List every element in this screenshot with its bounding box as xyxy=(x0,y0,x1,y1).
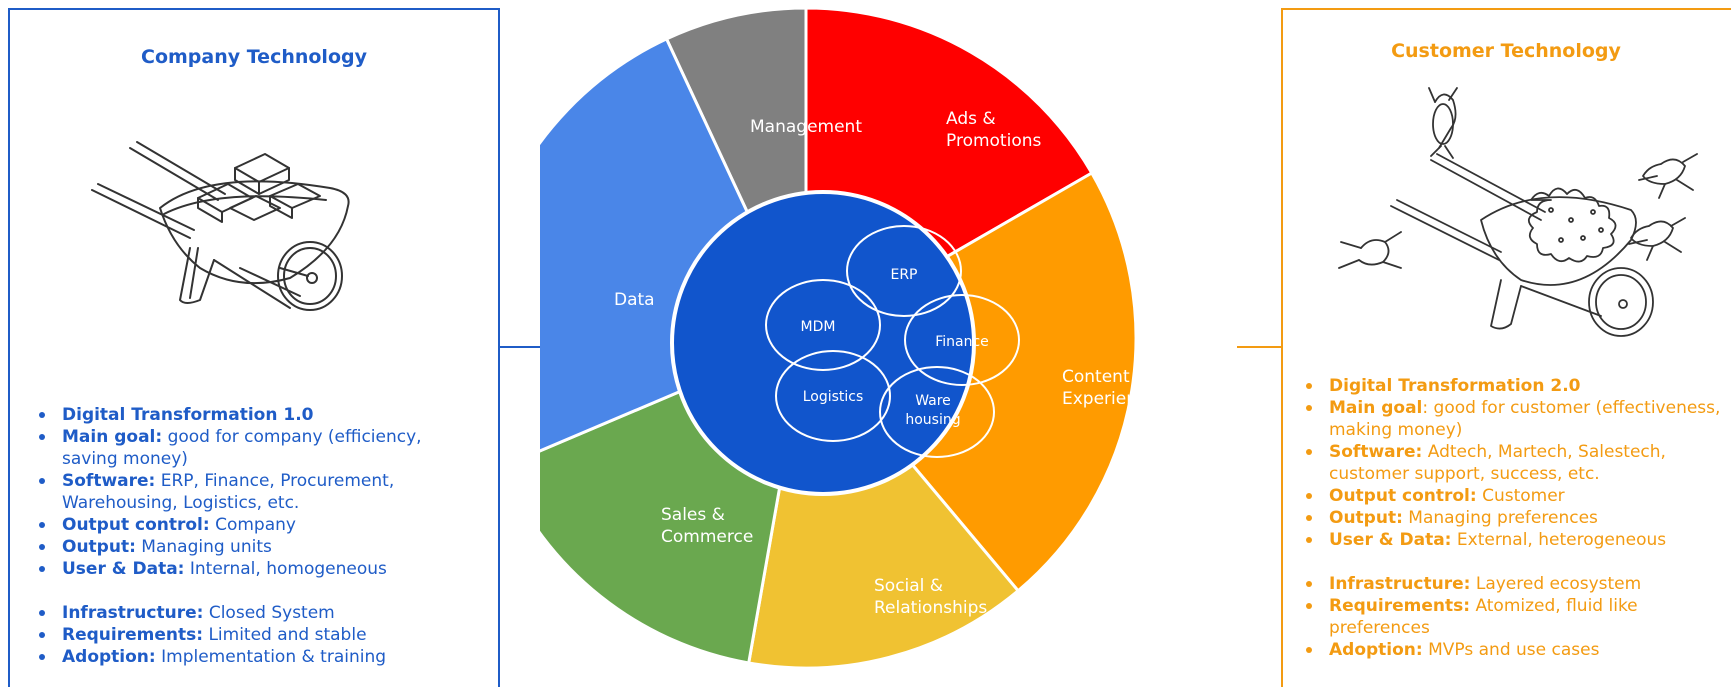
customer-technology-title: Customer Technology xyxy=(1391,40,1621,62)
list-item: Software:Adtech, Martech, Salestech, cus… xyxy=(1301,441,1731,485)
technology-wheel: Management Ads &Promotions Content &Expe… xyxy=(540,6,1157,670)
segment-label-content-experience: Content &Experience xyxy=(1062,367,1157,409)
module-label-mdm: MDM xyxy=(801,319,836,335)
company-technology-title: Company Technology xyxy=(141,46,367,68)
module-label-logistics: Logistics xyxy=(803,389,864,405)
segment-label-sales-commerce: Sales &Commerce xyxy=(661,505,753,547)
module-oval-finance xyxy=(904,294,1020,386)
module-label-finance: Finance xyxy=(935,334,989,350)
segment-label-management: Management xyxy=(750,117,862,137)
wheel-segment-labels: Management Ads &Promotions Content &Expe… xyxy=(614,109,1157,618)
list-item: User & Data:External, heterogeneous xyxy=(1301,529,1731,551)
module-label-erp: ERP xyxy=(890,267,917,283)
customer-attribute-list: Digital Transformation 2.0 Main goal: go… xyxy=(1301,375,1731,661)
company-attribute-list: Digital Transformation 1.0 Main goal:goo… xyxy=(34,404,482,668)
core-circle xyxy=(670,190,976,496)
list-item: Requirements:Limited and stable xyxy=(34,624,482,646)
list-item: Digital Transformation 1.0 xyxy=(34,404,482,426)
left-connector-line xyxy=(500,346,548,348)
list-item: Main goal: good for customer (effectiven… xyxy=(1301,397,1731,441)
list-item: Output:Managing units xyxy=(34,536,482,558)
core-module-ovals xyxy=(765,225,1020,458)
segment-label-social-relationships: Social &Relationships xyxy=(874,576,987,618)
list-item: Infrastructure:Closed System xyxy=(34,602,482,624)
module-oval-warehousing xyxy=(879,366,995,458)
module-oval-erp xyxy=(846,225,962,317)
list-item: Output control:Company xyxy=(34,514,482,536)
list-item: Main goal:good for company (efficiency, … xyxy=(34,426,482,470)
list-item: Software:ERP, Finance, Procurement, Ware… xyxy=(34,470,482,514)
list-item: Output control:Customer xyxy=(1301,485,1731,507)
wheel-segment-content-experience xyxy=(803,170,1138,593)
wheelbarrow-frogs-icon xyxy=(1338,87,1698,337)
segment-label-data: Data xyxy=(614,290,655,310)
wheelbarrow-bricks-icon xyxy=(91,141,350,311)
list-item: Output:Managing preferences xyxy=(1301,507,1731,529)
module-oval-logistics xyxy=(775,350,891,442)
right-connector-line xyxy=(1237,346,1281,348)
list-item: Adoption:MVPs and use cases xyxy=(1301,639,1731,661)
list-item: Adoption:Implementation & training xyxy=(34,646,482,668)
customer-technology-panel: Customer Technology xyxy=(1281,8,1731,687)
list-item: Requirements:Atomized, fluid like prefer… xyxy=(1301,595,1731,639)
company-technology-panel: Company Technology xyxy=(8,8,500,687)
list-item: Digital Transformation 2.0 xyxy=(1301,375,1731,397)
segment-label-ads-promotions: Ads &Promotions xyxy=(946,109,1041,151)
list-item: Infrastructure:Layered ecosystem xyxy=(1301,573,1731,595)
module-oval-mdm xyxy=(765,279,881,371)
list-item: User & Data:Internal, homogeneous xyxy=(34,558,482,580)
